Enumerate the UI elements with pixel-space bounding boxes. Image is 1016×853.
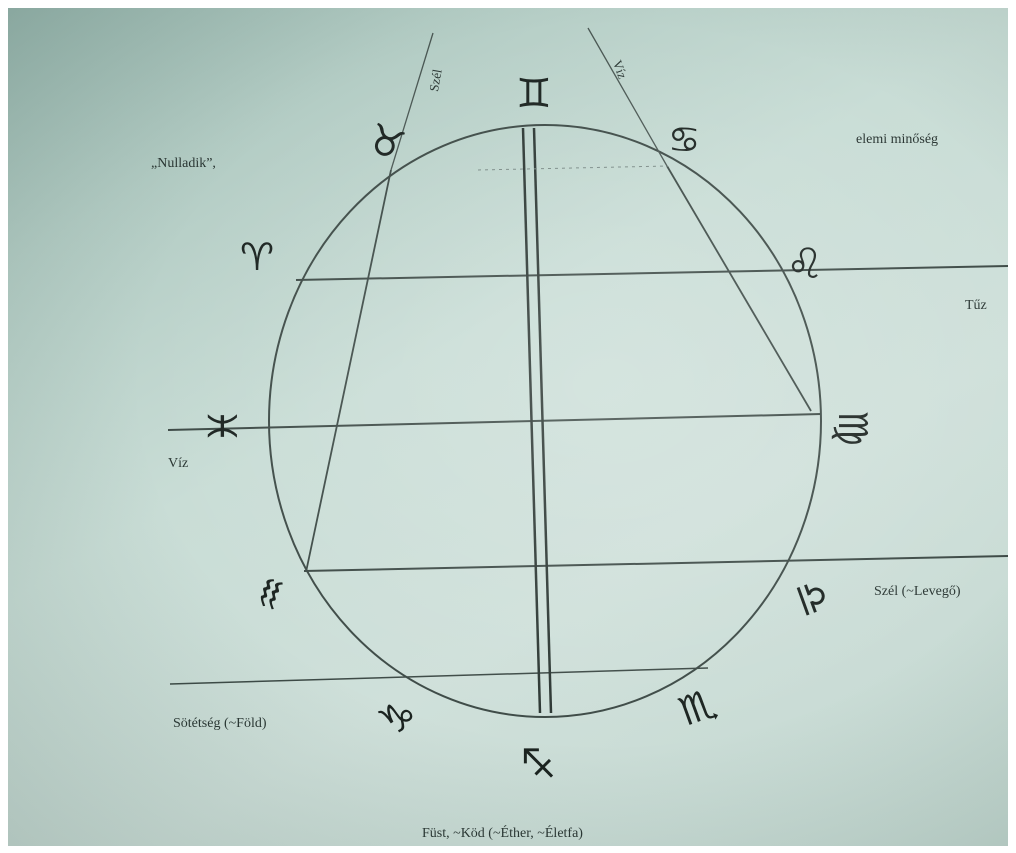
- gemini-glyph: ♊: [516, 74, 552, 114]
- photo-frame: ♊ ♋ ♌ ♍ ♎ ♏ ♐ ♑ ♒ ♓ ♈ ♉ „Nulladik”, elem…: [8, 8, 1008, 846]
- level-line-earth: [170, 668, 708, 684]
- aries-glyph: ♈: [240, 238, 274, 276]
- faint-dotted-line: [478, 166, 668, 170]
- chord-right-extension: [588, 28, 667, 166]
- chord-left: [306, 170, 391, 572]
- label-nulladik: „Nulladik”,: [151, 156, 216, 172]
- label-szel-levego: Szél (~Levegő): [874, 584, 960, 600]
- label-elemi-minoseg: elemi minőség: [856, 132, 938, 148]
- virgo-glyph: ♍: [832, 410, 872, 446]
- pisces-glyph: ♓: [204, 408, 244, 444]
- label-tuz: Tűz: [965, 298, 987, 314]
- label-sotetseg-fold: Sötétség (~Föld): [173, 716, 267, 732]
- level-line-water: [168, 414, 821, 430]
- level-line-air: [304, 556, 1008, 571]
- level-line-fire: [296, 266, 1008, 280]
- chord-right: [667, 166, 811, 411]
- label-fust-kod: Füst, ~Köd (~Éther, ~Életfa): [422, 826, 583, 842]
- sagittarius-glyph: ♐: [520, 745, 560, 781]
- leo-glyph: ♌: [786, 243, 824, 285]
- label-viz-left: Víz: [168, 456, 188, 472]
- cancer-glyph: ♋: [668, 123, 700, 159]
